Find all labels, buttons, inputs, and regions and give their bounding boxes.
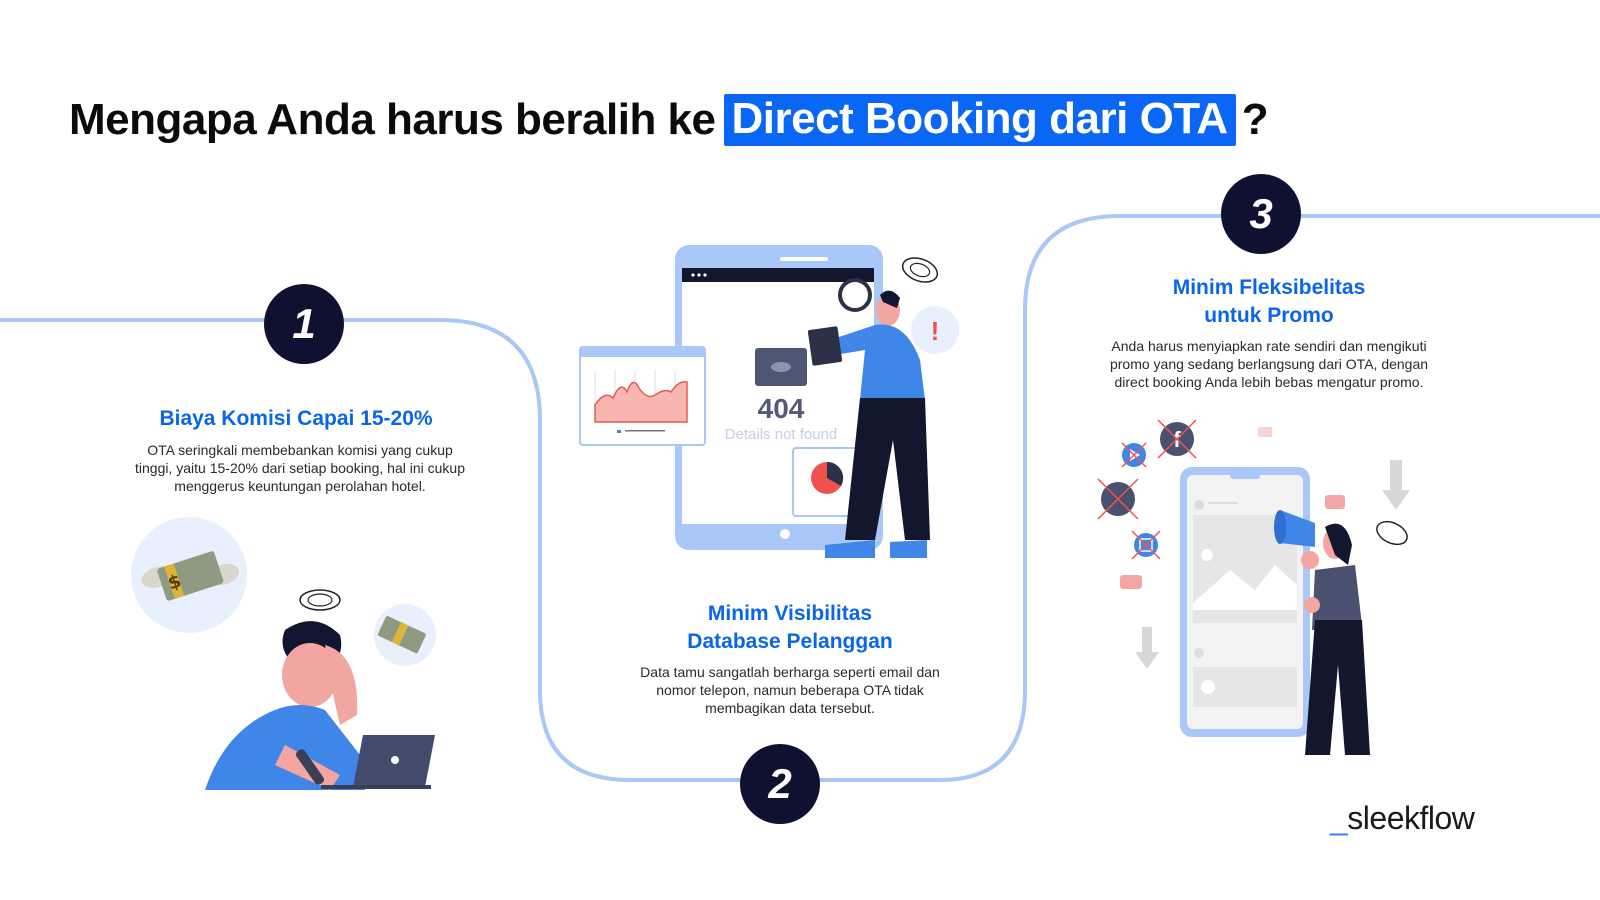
page-title: Mengapa Anda harus beralih ke Direct Boo… [69, 94, 1269, 146]
step-2-title: Minim Visibilitas Database Pelanggan [687, 602, 893, 653]
title-highlight: Direct Booking dari OTA [723, 94, 1236, 146]
step-1-body: OTA seringkali membebankan komisi yang c… [135, 442, 465, 494]
step-3-body: Anda harus menyiapkan rate sendiri dan m… [1109, 338, 1429, 390]
error-text: Details not found [725, 426, 838, 443]
social-icons-crossed: f [1097, 419, 1197, 560]
step-1-title: Biaya Komisi Capai 15-20% [159, 407, 433, 430]
sleekflow-logo: _sleekflow [1330, 800, 1475, 836]
flying-money-icon: $ [141, 551, 240, 601]
arrow-down-icon [1135, 627, 1159, 669]
step-3-badge: 3 [1221, 174, 1301, 254]
stressed-man-illustration: $ [131, 517, 436, 790]
thumbs-down-icon [1120, 575, 1142, 589]
svg-text:$: $ [165, 571, 183, 595]
arrow-down-icon [1382, 460, 1410, 510]
thumbs-down-icon [1325, 495, 1345, 509]
flying-money-small-icon [377, 616, 426, 654]
step-2-body: Data tamu sangatlah berharga seperti ema… [640, 664, 940, 716]
title-prefix: Mengapa Anda harus beralih ke [69, 95, 716, 144]
title-suffix: ? [1241, 95, 1269, 144]
thumbs-down-icon [1258, 427, 1272, 437]
step-2-badge: 2 [740, 744, 820, 824]
woman-megaphone-illustration: f [1097, 419, 1410, 755]
alert-glyph: ! [931, 316, 940, 346]
tablet-404-illustration: 404 Details not found ! [579, 245, 959, 558]
error-code: 404 [758, 393, 805, 424]
step-3-title: Minim Fleksibelitas untuk Promo [1172, 276, 1366, 327]
step-1-badge: 1 [264, 284, 344, 364]
